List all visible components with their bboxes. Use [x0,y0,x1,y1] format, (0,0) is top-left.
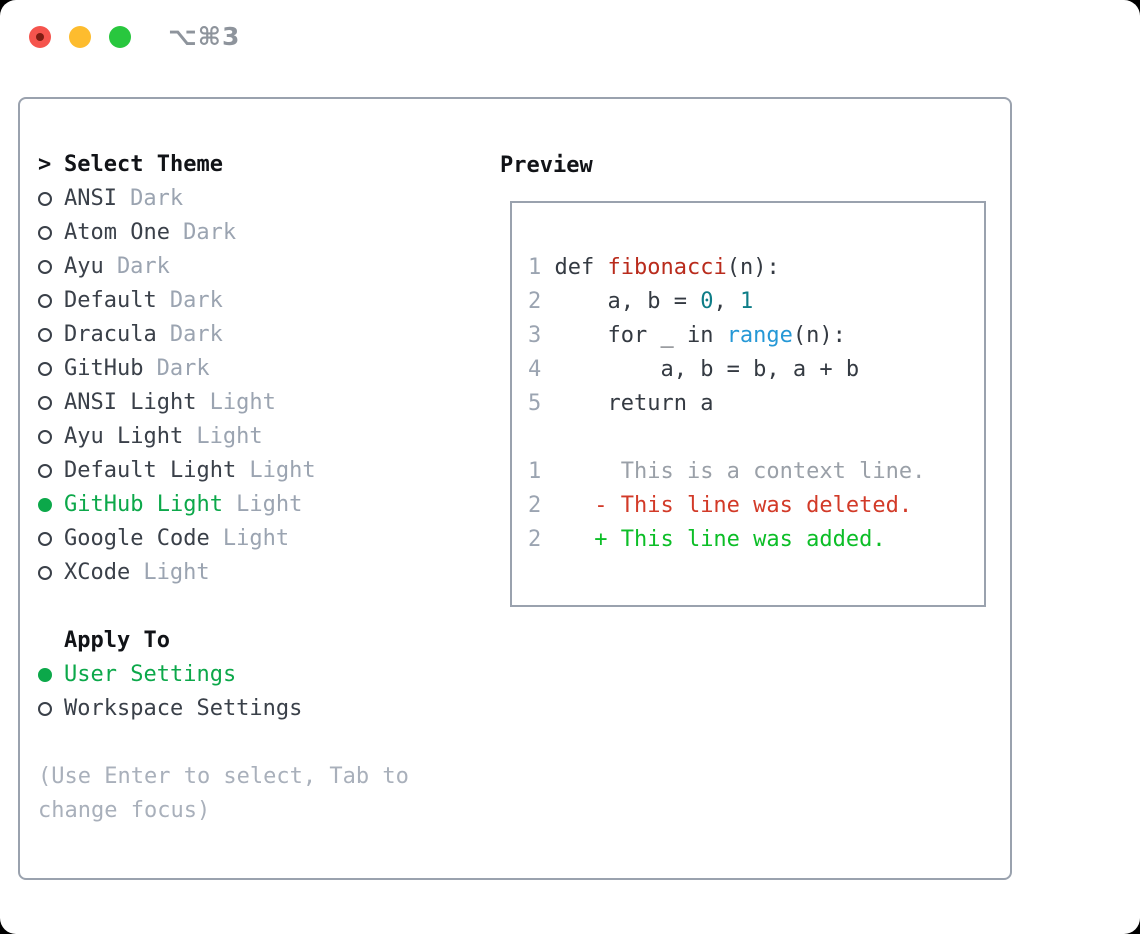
close-icon [36,33,44,41]
maximize-button[interactable] [109,26,131,48]
theme-variant-label: Dark [169,322,223,347]
theme-option-atom-one[interactable]: Atom One Dark [38,216,409,250]
radio-icon [38,192,52,206]
radio-icon [38,532,52,546]
preview-box: 1 def fibonacci(n): 2 a, b = 0, 1 3 for _ … [510,201,986,607]
theme-variant-label: Dark [116,254,170,279]
radio-icon [38,294,52,308]
theme-variant-label: Light [236,492,303,517]
theme-variant-label: Dark [183,220,237,245]
theme-option-ayu-light[interactable]: Ayu Light Light [38,420,409,454]
code-line: 2 + This line was added. [528,527,886,552]
code-line: 4 a, b = b, a + b [528,357,860,382]
theme-option-default-light[interactable]: Default Light Light [38,454,409,488]
radio-icon [38,702,52,716]
select-theme-header: > Select Theme [38,148,409,182]
radio-icon [38,260,52,274]
theme-variant-label: Dark [156,356,210,381]
theme-variant-label: Light [249,458,316,483]
apply-to-title: Apply To [64,628,170,653]
radio-icon [38,328,52,342]
code-line: 3 for _ in range(n): [528,323,846,348]
apply-option-workspace-settings[interactable]: Workspace Settings [38,692,409,726]
theme-option-ayu[interactable]: Ayu Dark [38,250,409,284]
preview-title: Preview [500,152,593,178]
theme-variant-label: Light [143,560,210,585]
hint-text: (Use Enter to select, Tab to change focu… [38,760,409,828]
radio-icon [38,362,52,376]
theme-variant-label: Light [222,526,290,551]
code-line: 1 def fibonacci(n): [528,255,780,280]
theme-variant-label: Dark [130,186,184,211]
hint-line-2: change focus) [38,798,211,823]
select-theme-title: Select Theme [64,152,223,177]
cursor-icon: > [38,152,52,177]
radio-icon [38,464,52,478]
theme-option-default[interactable]: Default Dark [38,284,409,318]
apply-to-list: User Settings Workspace Settings [38,658,409,726]
radio-selected-icon [38,498,52,512]
theme-option-ansi[interactable]: ANSI Dark [38,182,409,216]
theme-option-github-light[interactable]: GitHub Light Light [38,488,409,522]
radio-icon [38,396,52,410]
hint-line-1: (Use Enter to select, Tab to [38,764,409,789]
code-line: 5 return a [528,391,714,416]
theme-option-xcode[interactable]: XCode Light [38,556,409,590]
code-line: 1 This is a context line. [528,459,926,484]
close-button[interactable] [29,26,51,48]
apply-to-header: Apply To [38,624,409,658]
minimize-button[interactable] [69,26,91,48]
theme-selector-panel: > Select Theme ANSI Dark Atom One Dark A… [18,97,1012,880]
blank-line [528,421,984,455]
theme-list: ANSI Dark Atom One Dark Ayu Dark Default… [38,182,409,590]
theme-option-google-code[interactable]: Google Code Light [38,522,409,556]
theme-option-dracula[interactable]: Dracula Dark [38,318,409,352]
radio-icon [38,430,52,444]
theme-option-github[interactable]: GitHub Dark [38,352,409,386]
apply-option-user-settings[interactable]: User Settings [38,658,409,692]
titlebar: ⌥⌘3 [0,0,1140,74]
theme-variant-label: Light [209,390,276,415]
radio-selected-icon [38,668,52,682]
theme-variant-label: Light [196,424,263,449]
diff-preview: 1 This is a context line. 2 - This line w… [528,455,984,557]
code-preview: 1 def fibonacci(n): 2 a, b = 0, 1 3 for _ … [528,251,984,421]
theme-variant-label: Dark [169,288,223,313]
radio-icon [38,226,52,240]
code-line: 2 a, b = 0, 1 [528,289,754,314]
radio-icon [38,566,52,580]
theme-option-ansi-light[interactable]: ANSI Light Light [38,386,409,420]
code-line: 2 - This line was deleted. [528,493,913,518]
theme-column: > Select Theme ANSI Dark Atom One Dark A… [38,148,409,828]
window-title: ⌥⌘3 [168,22,241,51]
